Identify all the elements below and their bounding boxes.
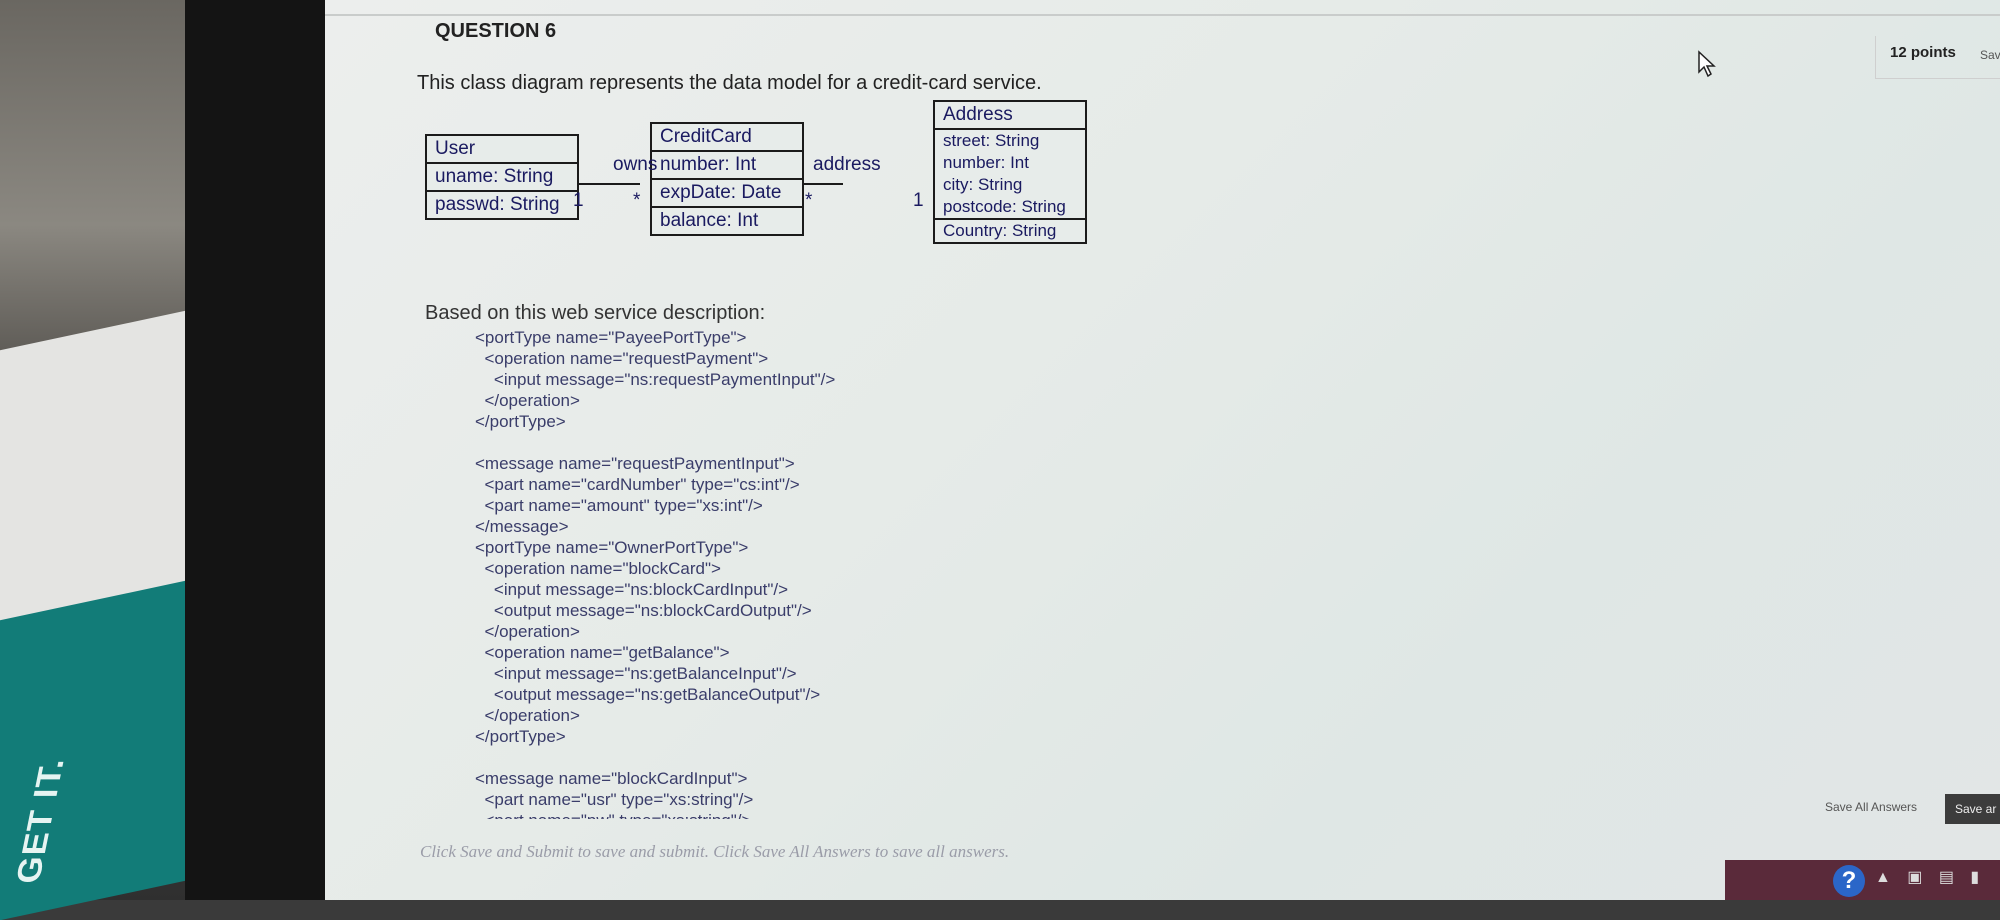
save-all-answers-button[interactable]: Save All Answers: [1825, 800, 1918, 814]
address-attr: postcode: String: [943, 197, 1066, 216]
save-and-submit-button[interactable]: Save ar: [1945, 794, 2000, 824]
user-attr: uname: String: [435, 166, 554, 187]
code-line: <input message="ns:blockCardInput"/>: [475, 580, 789, 599]
footer-instructions: Click Save and Submit to save and submit…: [420, 842, 1010, 861]
owns-label: owns: [613, 154, 658, 175]
creditcard-attr: number: Int: [660, 154, 757, 175]
creditcard-attr: balance: Int: [652, 206, 802, 234]
code-line: <portType name="OwnerPortType">: [475, 538, 749, 557]
code-line: <input message="ns:requestPaymentInput"/…: [475, 370, 836, 389]
book-cover: GET IT.: [0, 579, 190, 920]
address-class: Address street: String number: Int city:…: [933, 100, 1087, 244]
user-attr: passwd: String: [427, 190, 577, 218]
creditcard-class: CreditCard number: Int expDate: Date bal…: [650, 122, 804, 236]
user-class-name: User: [427, 136, 577, 164]
question-intro: This class diagram represents the data m…: [417, 72, 1042, 94]
code-line: <operation name="getBalance">: [475, 643, 730, 662]
code-line: </message>: [475, 517, 569, 536]
points-label: 12 points: [1890, 44, 1956, 61]
class-diagram: User uname: String passwd: String Credit…: [425, 98, 1465, 278]
arrow-cursor-icon: [1697, 50, 1719, 83]
code-line: <input message="ns:getBalanceInput"/>: [475, 664, 797, 683]
code-line: </portType>: [475, 412, 566, 431]
code-line: <output message="ns:getBalanceOutput"/>: [475, 685, 821, 704]
book-title: GET IT.: [9, 758, 72, 884]
address-attr: Country: String: [935, 218, 1085, 242]
address-attr: city: String: [943, 175, 1023, 194]
code-line: </operation>: [475, 391, 580, 410]
points-box: [1875, 36, 2000, 79]
code-line: </portType>: [475, 727, 566, 746]
address-class-name: Address: [935, 102, 1085, 130]
code-line: </operation>: [475, 622, 580, 641]
address-left-multiplicity: *: [805, 190, 813, 211]
owns-right-multiplicity: *: [633, 190, 641, 211]
screen: QUESTION 6 12 points Sav This class diag…: [325, 0, 2000, 900]
divider: [325, 14, 2000, 16]
question-title: QUESTION 6: [435, 20, 557, 42]
address-attr: number: Int: [943, 153, 1029, 172]
save-answer-button[interactable]: Sav: [1980, 48, 2000, 62]
code-line: <part name="usr" type="xs:string"/>: [475, 790, 754, 809]
help-icon[interactable]: ?: [1833, 865, 1865, 897]
creditcard-class-name: CreditCard: [652, 124, 802, 152]
code-line: <output message="ns:blockCardOutput"/>: [475, 601, 812, 620]
address-assoc-label: address: [813, 154, 881, 175]
code-line: <message name="requestPaymentInput">: [475, 454, 795, 473]
creditcard-attr: expDate: Date: [652, 178, 802, 206]
system-tray-icons[interactable]: ▲ ▣ ▤ ▮: [1875, 869, 1986, 886]
description-intro: Based on this web service description:: [425, 302, 766, 324]
code-line: </operation>: [475, 706, 580, 725]
owns-left-multiplicity: 1: [573, 190, 584, 211]
user-class: User uname: String passwd: String: [425, 134, 579, 220]
address-attr: street: String: [943, 131, 1040, 150]
address-right-multiplicity: 1: [913, 190, 924, 211]
code-line: <operation name="requestPayment">: [475, 349, 769, 368]
code-line: <part name="cardNumber" type="cs:int"/>: [475, 475, 800, 494]
code-line: <message name="blockCardInput">: [475, 769, 748, 788]
code-line: <portType name="PayeePortType">: [475, 328, 747, 347]
paper-sheet: [0, 309, 190, 631]
code-line: <operation name="blockCard">: [475, 559, 721, 578]
monitor-bezel: [185, 0, 325, 900]
code-line: <part name="pw" type="xs:string"/>: [475, 811, 751, 819]
code-line: <part name="amount" type="xs:int"/>: [475, 496, 763, 515]
